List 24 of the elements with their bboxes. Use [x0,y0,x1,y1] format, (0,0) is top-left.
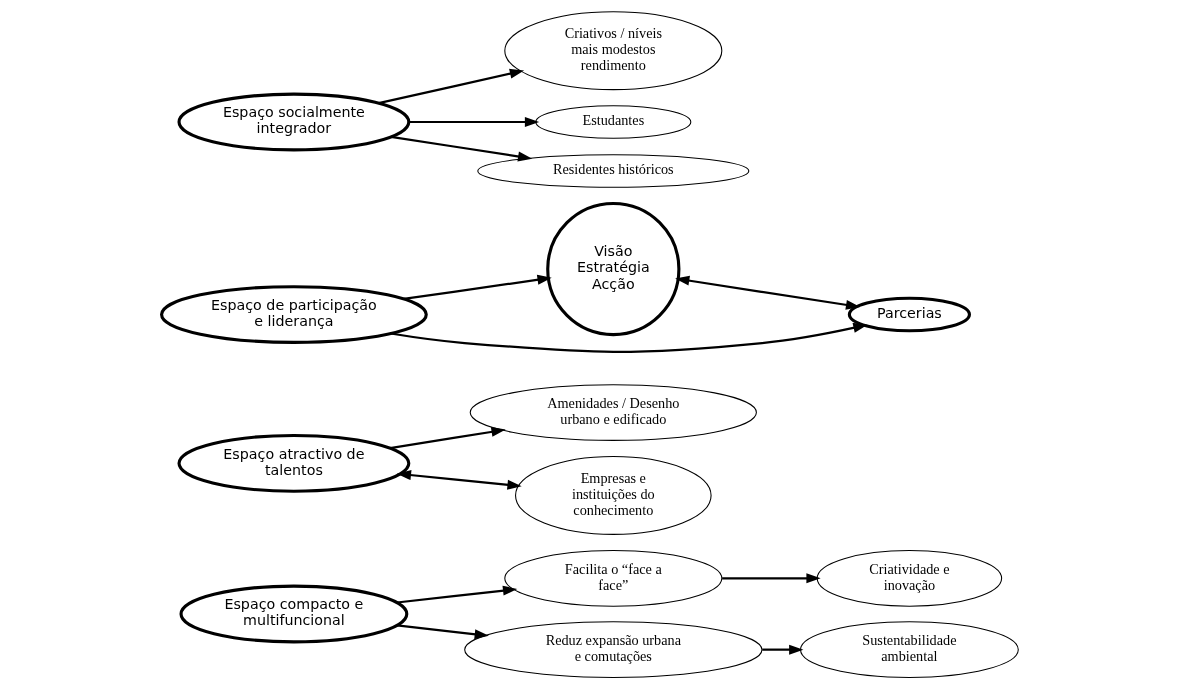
arrow [721,573,821,584]
arrow [396,624,489,640]
node-ellipse: Criativos / níveis mais modestos rendimento [503,11,722,91]
arrow [390,135,532,162]
arrow [377,68,524,105]
arrow [389,426,506,450]
arrow [403,274,552,301]
node-ellipse: Amenidades / Desenho urbano e edificado [469,384,757,441]
node-ellipse: Criatividade e inovação [816,549,1002,607]
node-ellipse: Sustentabilidade ambiental [799,621,1019,678]
node-ellipse: Espaço socialmente integrador [176,92,410,152]
node-ellipse: Espaço de participação e liderança [159,285,428,344]
arrow [761,644,803,655]
arrow [408,117,539,127]
node-ellipse: Espaço compacto e multifuncional [179,584,408,644]
node-ellipse: Residentes históricos [476,154,749,188]
arrow [674,275,860,310]
node-ellipse: Empresas e instituições do conhecimento [514,456,712,535]
arrow [396,585,517,604]
node-ellipse: Reduz expansão urbana e comutações [463,621,762,678]
arrow [390,322,868,354]
node-ellipse: Estudantes [534,105,691,139]
node-circle: Visão Estratégia Acção [545,201,680,337]
arrow [396,470,522,490]
